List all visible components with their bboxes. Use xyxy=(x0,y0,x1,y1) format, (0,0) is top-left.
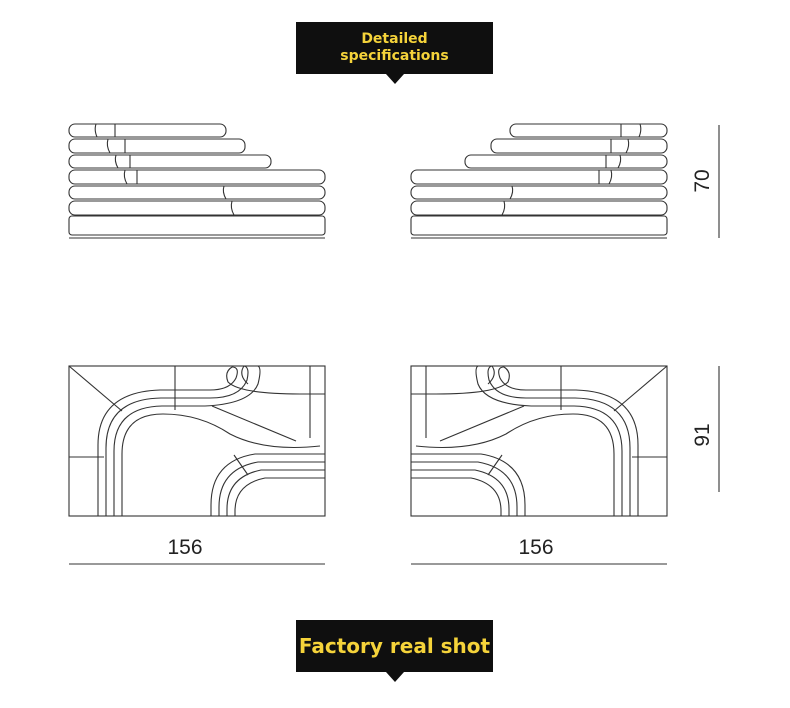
height-label: 70 xyxy=(691,169,714,192)
banner-pointer xyxy=(385,74,404,84)
left-front-elevation xyxy=(68,123,326,239)
banner-pointer xyxy=(385,672,404,682)
banner-line-2: specifications xyxy=(340,48,449,64)
right-top-view xyxy=(410,365,668,517)
specifications-banner: Detailed specifications xyxy=(296,22,493,84)
banner-line-1: Detailed xyxy=(361,31,428,47)
right-front-elevation xyxy=(410,123,668,239)
banner-bottom-label: Factory real shot xyxy=(298,634,491,658)
left-top-view xyxy=(68,365,326,517)
factory-shot-banner: Factory real shot xyxy=(296,620,493,682)
depth-label: 91 xyxy=(691,423,714,446)
width-label-left: 156 xyxy=(167,536,202,559)
width-label-right: 156 xyxy=(518,536,553,559)
